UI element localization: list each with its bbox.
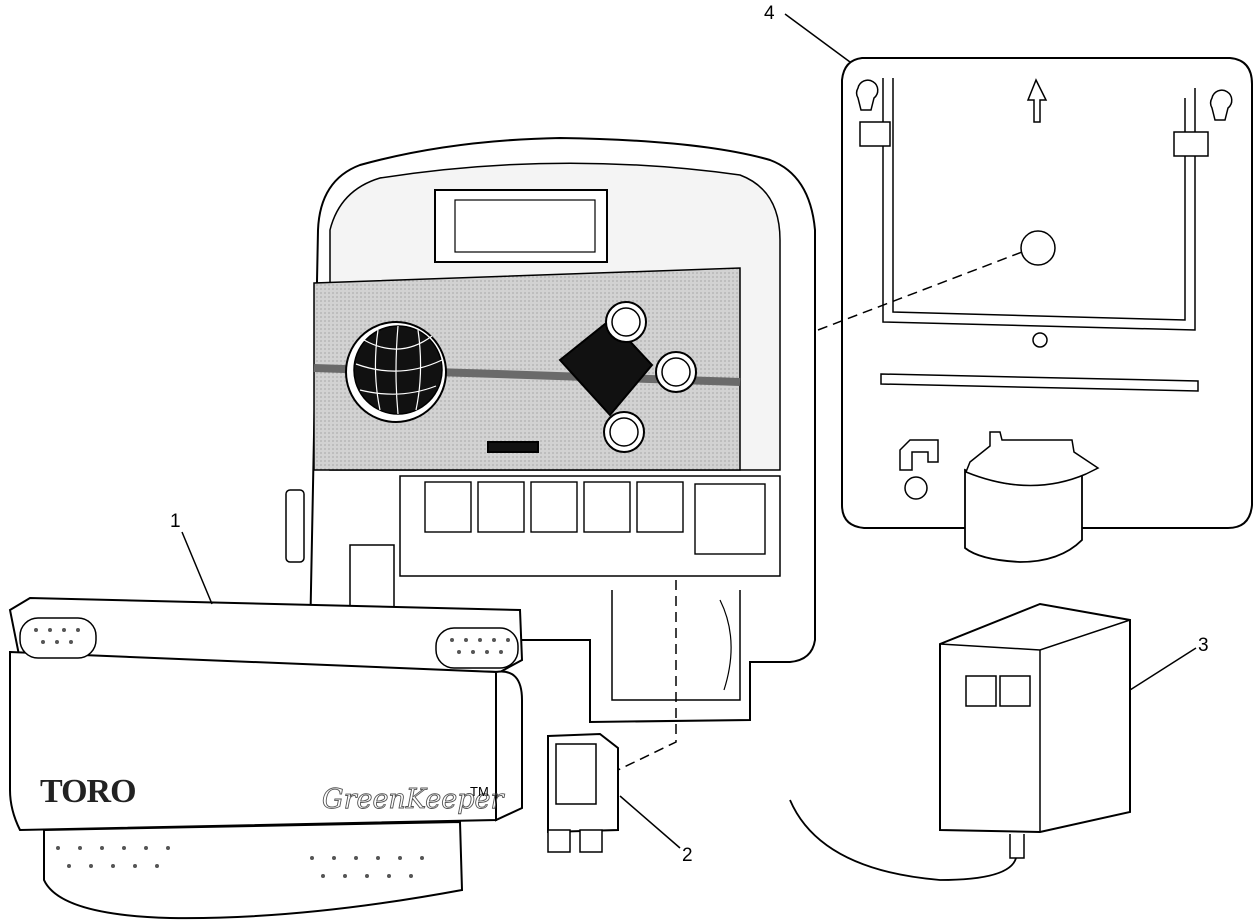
product-name: GreenKeeper [322, 784, 505, 815]
leader-lines [181, 13, 1197, 849]
brand-logo: TORO [40, 773, 136, 810]
callout-label-4: 4 [764, 3, 775, 24]
front-cover: TORO GreenKeeper TM [8, 596, 524, 920]
callout-label-2: 2 [682, 845, 693, 866]
trademark-mark: TM [470, 784, 489, 799]
wall-mounting-plate [841, 57, 1253, 563]
controller-housing [285, 136, 816, 724]
callout-label-1: 1 [170, 511, 181, 532]
callout-label-3: 3 [1198, 635, 1209, 656]
power-transformer [789, 602, 1131, 881]
station-module [547, 732, 619, 853]
